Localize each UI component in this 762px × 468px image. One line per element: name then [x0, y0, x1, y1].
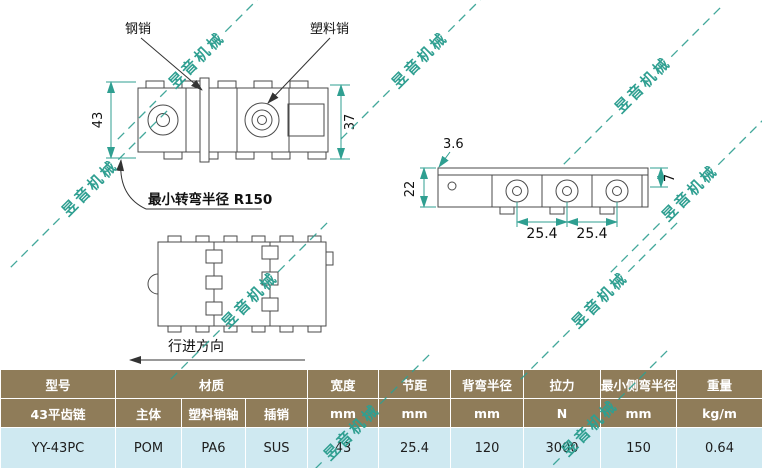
dim-hinge-height: 7 — [663, 174, 678, 182]
value-width: 43 — [307, 427, 379, 468]
dim-pitch-right: 25.4 — [576, 226, 607, 242]
subcol-body: 主体 — [115, 398, 182, 428]
min-turn-radius-label: 最小转弯半径 R150 — [148, 191, 272, 208]
dim-plate-thickness: 3.6 — [443, 137, 464, 152]
side-dimensions — [420, 167, 668, 227]
unit-tension: N — [523, 398, 601, 428]
data-row: YY-43PC POM PA6 SUS 43 25.4 120 3000 150… — [0, 427, 762, 468]
value-tension: 3000 — [523, 427, 601, 468]
col-weight: 重量 — [676, 369, 762, 399]
travel-direction-label: 行进方向 — [168, 339, 224, 355]
col-width: 宽度 — [307, 369, 379, 399]
subcol-plastic-pin-shaft: 塑料销轴 — [181, 398, 246, 428]
unit-pitch: mm — [378, 398, 451, 428]
col-back-bend-radius: 背弯半径 — [450, 369, 524, 399]
col-material: 材质 — [115, 369, 308, 399]
col-model: 型号 — [0, 369, 116, 399]
col-tension: 拉力 — [523, 369, 601, 399]
value-back-bend-radius: 120 — [450, 427, 524, 468]
dim-side-height: 22 — [403, 181, 418, 198]
value-latch-material: SUS — [245, 427, 308, 468]
unit-weight: kg/m — [676, 398, 762, 428]
unit-width: mm — [307, 398, 379, 428]
front-view — [137, 77, 329, 163]
value-weight: 0.64 — [676, 427, 762, 468]
dim-front-right-height: 37 — [343, 114, 358, 131]
header-row-1: 型号 材质 宽度 节距 背弯半径 拉力 最小侧弯半径 重量 — [0, 369, 762, 399]
unit-min-side-bend: mm — [600, 398, 677, 428]
steel-pin-label: 钢销 — [125, 22, 151, 37]
col-pitch: 节距 — [378, 369, 451, 399]
value-min-side-bend-radius: 150 — [600, 427, 677, 468]
spec-table: 型号 材质 宽度 节距 背弯半径 拉力 最小侧弯半径 重量 43平齿链 主体 塑… — [0, 369, 762, 468]
value-model-no: YY-43PC — [0, 427, 116, 468]
series-name: 43平齿链 — [0, 398, 116, 428]
value-pitch: 25.4 — [378, 427, 451, 468]
unit-back-bend: mm — [450, 398, 524, 428]
value-pin-material: PA6 — [181, 427, 246, 468]
technical-drawing: 43 37 钢销 塑料销 最小转弯半径 R150 — [91, 22, 678, 364]
front-dimensions — [106, 81, 350, 160]
header-row-2: 43平齿链 主体 塑料销轴 插销 mm mm mm N mm kg/m — [0, 398, 762, 428]
dim-pitch-left: 25.4 — [526, 226, 557, 242]
plastic-pin-label: 塑料销 — [310, 22, 349, 37]
steel-pin — [199, 77, 210, 163]
dim-front-left-height: 43 — [91, 112, 106, 129]
top-view — [147, 235, 334, 333]
col-min-side-bend-radius: 最小侧弯半径 — [600, 369, 677, 399]
subcol-latch-pin: 插销 — [245, 398, 308, 428]
value-body-material: POM — [115, 427, 182, 468]
